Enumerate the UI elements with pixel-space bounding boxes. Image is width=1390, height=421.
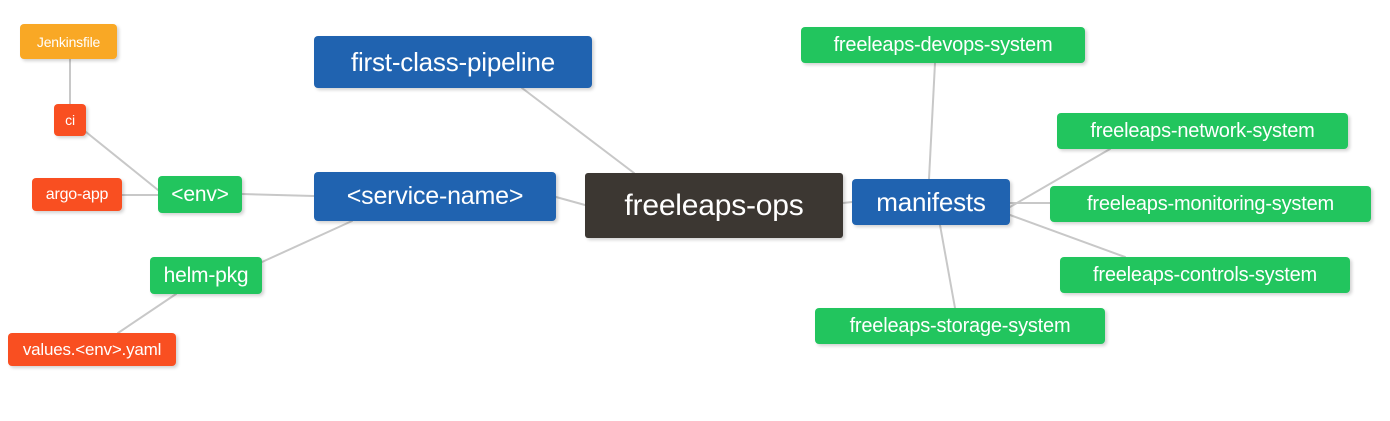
node-service-name[interactable]: <service-name> (314, 172, 556, 221)
node-first-class-pipeline[interactable]: first-class-pipeline (314, 36, 592, 88)
edge-manifests-to-freeleaps-devops-system (928, 62, 936, 180)
node-freeleaps-monitoring-system[interactable]: freeleaps-monitoring-system (1050, 186, 1371, 222)
edge-freeleaps-ops-to-first-class-pipeline (521, 87, 635, 174)
node-values-yaml[interactable]: values.<env>.yaml (8, 333, 176, 366)
node-helm-pkg[interactable]: helm-pkg (150, 257, 262, 294)
node-freeleaps-storage-system[interactable]: freeleaps-storage-system (815, 308, 1105, 344)
edge-service-name-to-helm-pkg (261, 220, 353, 263)
node-manifests[interactable]: manifests (852, 179, 1010, 225)
node-ci[interactable]: ci (54, 104, 86, 136)
edge-helm-pkg-to-values-yaml (117, 293, 177, 334)
node-env[interactable]: <env> (158, 176, 242, 213)
node-freeleaps-network-system[interactable]: freeleaps-network-system (1057, 113, 1348, 149)
node-freeleaps-ops[interactable]: freeleaps-ops (585, 173, 843, 238)
node-argo-app[interactable]: argo-app (32, 178, 122, 211)
edge-service-name-to-env (241, 193, 315, 197)
node-freeleaps-devops-system[interactable]: freeleaps-devops-system (801, 27, 1085, 63)
node-freeleaps-controls-system[interactable]: freeleaps-controls-system (1060, 257, 1350, 293)
node-jenkinsfile[interactable]: Jenkinsfile (20, 24, 117, 59)
edge-freeleaps-ops-to-manifests (842, 201, 853, 204)
edge-manifests-to-freeleaps-storage-system (939, 224, 956, 309)
edge-freeleaps-ops-to-service-name (555, 196, 586, 206)
